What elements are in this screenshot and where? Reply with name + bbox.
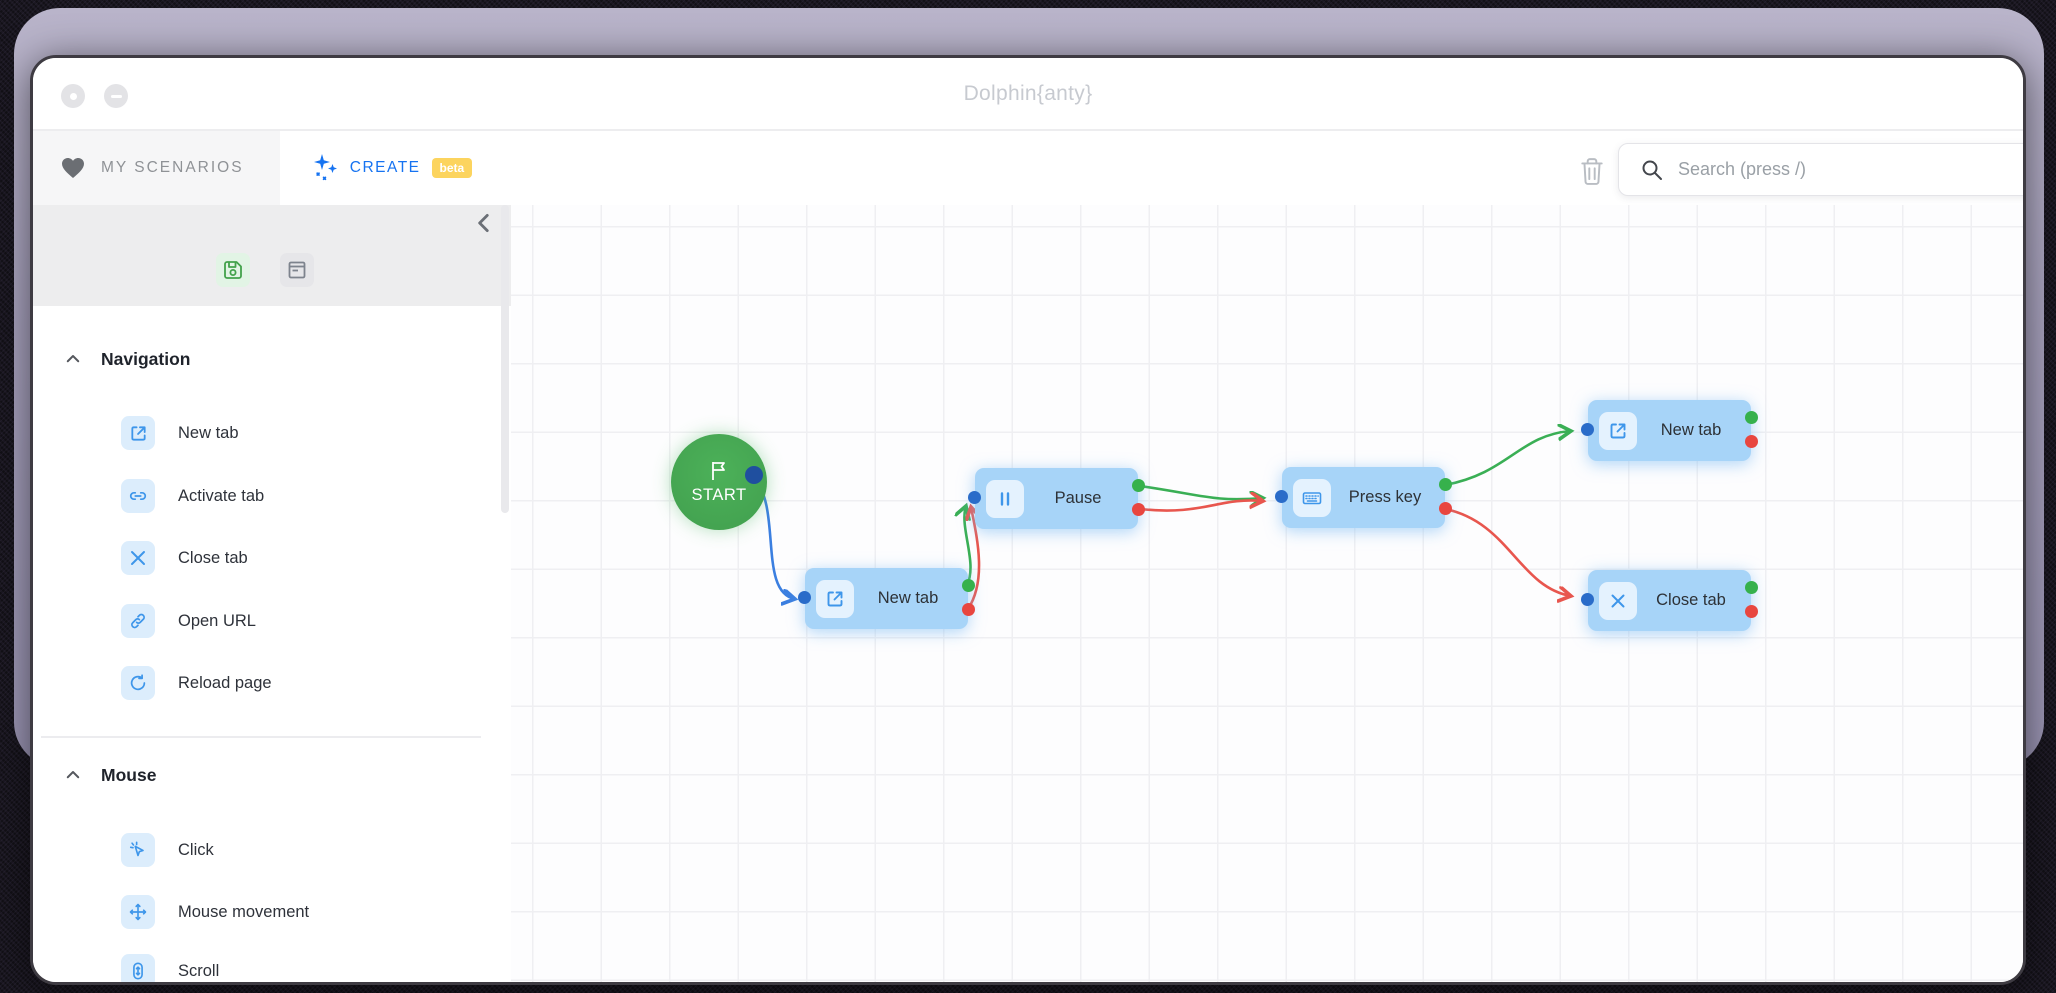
section-title: Mouse [101,764,157,785]
error-port[interactable] [1745,435,1758,448]
sidebar-collapse-button[interactable] [471,210,497,236]
section-header-navigation[interactable]: Navigation [33,337,473,381]
error-port[interactable] [1132,503,1145,516]
section-divider [41,736,481,738]
start-node[interactable]: START [671,434,767,530]
flow-canvas[interactable]: START New tab [511,205,2026,982]
start-output-port[interactable] [745,466,763,484]
dot-button-icon [69,92,77,100]
scroll-icon [121,954,155,982]
node-press-key[interactable]: Press key [1275,467,1452,528]
tab-create-label: CREATE [349,159,421,176]
flow-edges [753,205,2026,610]
tab-create[interactable]: CREATE beta [280,131,503,205]
node-new-tab-1[interactable]: New tab [798,568,975,629]
node-label: New tab [1660,421,1722,439]
reload-icon [121,666,155,700]
edge-presskey-success-to-newtab2 [1444,431,1571,487]
new-tab-icon [816,579,854,618]
sidebar-item-new-tab[interactable]: New tab [33,411,473,455]
app-window: Dolphin{anty} MY SCENARIOS [30,55,2026,985]
error-port[interactable] [1439,502,1452,515]
sidebar-item-close-tab[interactable]: Close tab [33,536,473,580]
sidebar-item-label: Mouse movement [178,902,310,921]
close-tab-icon [1599,581,1637,620]
window-body: Navigation New tab Activate tab [33,205,2026,982]
sidebar-item-label: Activate tab [178,486,265,505]
trash-icon[interactable] [1579,157,1605,185]
open-url-icon [121,604,155,638]
tab-my-scenarios[interactable]: MY SCENARIOS [33,131,280,205]
sidebar-item-label: Scroll [178,961,220,980]
section-header-mouse[interactable]: Mouse [33,753,473,797]
search-box[interactable] [1618,143,2023,196]
minimize-icon [110,94,122,98]
sidebar-item-label: New tab [178,423,239,442]
close-tab-icon [121,541,155,575]
sparkles-icon [311,153,339,183]
node-label: Close tab [1656,591,1726,609]
sidebar-item-activate-tab[interactable]: Activate tab [33,474,473,518]
scenario-details-button[interactable] [280,253,314,287]
node-label: New tab [877,589,939,607]
edge-pause-success-to-presskey [1139,484,1263,499]
pause-icon [986,479,1024,518]
chevron-up-icon [64,766,82,784]
save-scenario-button[interactable] [216,253,250,287]
activate-tab-icon [121,479,155,513]
sidebar-toolbar [33,205,511,306]
success-port[interactable] [1745,411,1758,424]
search-icon [1641,159,1663,181]
mouse-move-icon [121,895,155,929]
sidebar-item-label: Open URL [178,611,256,630]
success-port[interactable] [962,579,975,592]
save-icon [223,260,243,280]
sidebar-item-mouse-movement[interactable]: Mouse movement [33,890,473,934]
actions-sidebar: Navigation New tab Activate tab [33,205,511,982]
new-tab-icon [121,416,155,450]
window-minimize-button[interactable] [104,84,128,108]
error-port[interactable] [1745,605,1758,618]
title-bar: Dolphin{anty} [33,58,2023,131]
input-port[interactable] [798,591,811,604]
node-label: Press key [1348,488,1422,506]
tab-my-scenarios-label: MY SCENARIOS [101,159,244,176]
edge-pause-error-to-presskey [1139,500,1263,512]
sidebar-item-scroll[interactable]: Scroll [33,949,473,982]
error-port[interactable] [962,603,975,616]
node-new-tab-2[interactable]: New tab [1581,400,1758,461]
form-icon [287,260,307,280]
beta-badge: beta [431,158,473,178]
sidebar-item-reload-page[interactable]: Reload page [33,661,473,705]
sidebar-item-label: Close tab [178,548,248,567]
flag-icon [709,460,729,482]
new-tab-icon [1599,411,1637,450]
start-node-label: START [691,485,747,504]
success-port[interactable] [1439,478,1452,491]
chevron-up-icon [64,350,82,368]
success-port[interactable] [1132,479,1145,492]
click-icon [121,833,155,867]
input-port[interactable] [1581,423,1594,436]
window-back-button[interactable] [61,84,85,108]
app-title: Dolphin{anty} [963,82,1093,105]
input-port[interactable] [968,491,981,504]
edge-presskey-error-to-closetab [1444,507,1571,596]
keyboard-icon [1293,478,1331,517]
input-port[interactable] [1275,490,1288,503]
heart-icon [61,157,85,179]
input-port[interactable] [1581,593,1594,606]
success-port[interactable] [1745,581,1758,594]
sidebar-scrollbar[interactable] [501,205,509,513]
sidebar-item-label: Click [178,840,214,859]
node-close-tab[interactable]: Close tab [1581,570,1758,631]
section-title: Navigation [101,348,191,369]
node-label: Pause [1054,489,1102,507]
chevron-left-icon [471,210,497,236]
sidebar-item-click[interactable]: Click [33,828,473,872]
search-input[interactable] [1676,158,1976,181]
node-pause[interactable]: Pause [968,468,1145,529]
sidebar-item-label: Reload page [178,673,272,692]
sidebar-item-open-url[interactable]: Open URL [33,599,473,643]
